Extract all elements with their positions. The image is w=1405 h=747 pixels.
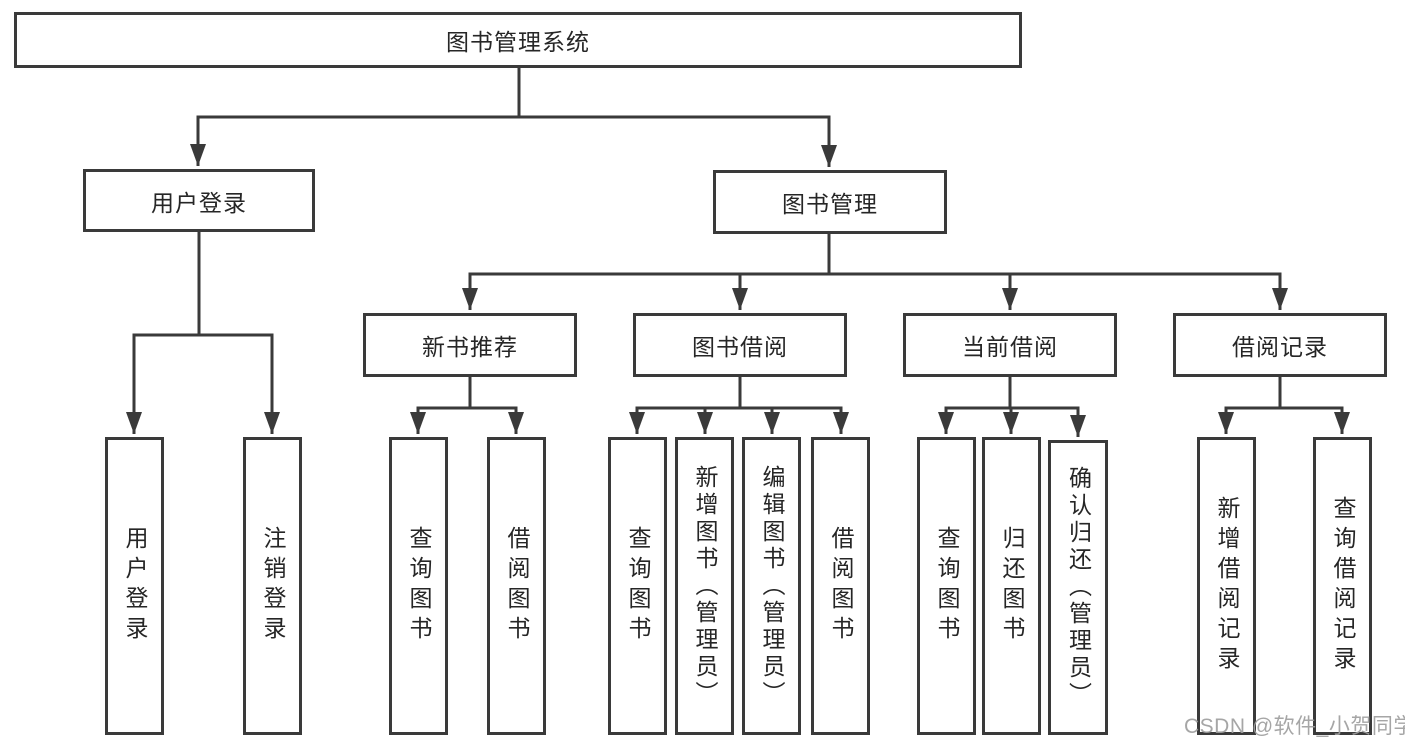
node-label: 查询图书 [934,526,960,646]
node-logout: 注销登录 [243,437,302,735]
node-label: 图书借阅 [692,334,788,360]
node-label: 注销登录 [260,526,286,646]
node-new-book-recommend: 新书推荐 [363,313,577,377]
node-label: 新增图书（管理员） [692,464,718,708]
node-label: 编辑图书（管理员） [759,464,785,708]
node-current-borrowing: 当前借阅 [903,313,1117,377]
node-label: 用户登录 [151,189,247,216]
node-query-borrow-record: 查询借阅记录 [1313,437,1372,735]
node-borrowing-records: 借阅记录 [1173,313,1387,377]
node-label: 新增借阅记录 [1214,496,1240,676]
node-label: 归还图书 [999,526,1025,646]
node-query-books: 查询图书 [389,437,448,735]
node-label: 查询图书 [406,526,432,646]
node-library-management-system: 图书管理系统 [14,12,1022,68]
csdn-watermark: CSDN @软件_小贺同学 [1184,715,1405,738]
node-query-books: 查询图书 [917,437,976,735]
node-label: 图书管理 [782,191,878,217]
node-label: 用户登录 [122,526,148,646]
node-user-login: 用户登录 [105,437,164,735]
node-label: 借阅图书 [828,526,854,646]
node-confirm-return-admin: 确认归还（管理员） [1048,440,1108,735]
node-user-login-group: 用户登录 [83,169,315,232]
node-label: 当前借阅 [962,334,1058,360]
node-add-books-admin: 新增图书（管理员） [675,437,734,735]
node-book-management-group: 图书管理 [713,170,947,234]
node-label: 确认归还（管理员） [1065,466,1092,709]
node-query-books: 查询图书 [608,437,667,735]
node-label: 查询借阅记录 [1330,496,1356,676]
node-add-borrow-record: 新增借阅记录 [1197,437,1256,735]
node-borrow-books: 借阅图书 [487,437,546,735]
node-label: 新书推荐 [422,334,518,360]
node-label: 借阅记录 [1232,334,1328,360]
node-book-borrowing: 图书借阅 [633,313,847,377]
node-borrow-books: 借阅图书 [811,437,870,735]
node-label: 图书管理系统 [446,29,590,55]
node-return-books: 归还图书 [982,437,1041,735]
node-label: 借阅图书 [504,526,530,646]
node-edit-books-admin: 编辑图书（管理员） [742,437,801,735]
node-label: 查询图书 [625,526,651,646]
